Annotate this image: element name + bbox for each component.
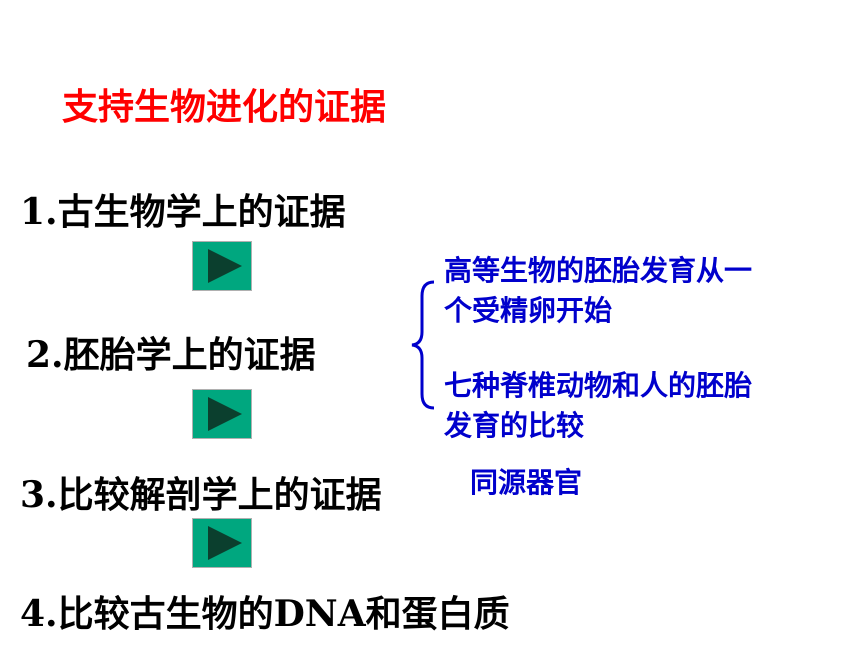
- evidence-item-dna-protein: 4.比较古生物的DNA和蛋白质: [20, 593, 510, 635]
- play-button-1[interactable]: [192, 241, 252, 291]
- anatomy-note-homologous-organs: 同源器官: [470, 466, 583, 499]
- play-icon: [208, 397, 242, 431]
- evidence-item-comparative-anatomy: 3.比较解剖学上的证据: [20, 474, 382, 516]
- note-line: 七种脊椎动物和人的胚胎: [444, 369, 753, 402]
- evidence-item-paleontology: 1.古生物学上的证据: [20, 191, 346, 233]
- embryo-note-vertebrate-comparison: 七种脊椎动物和人的胚胎 发育的比较: [444, 366, 752, 446]
- embryo-note-fertilized-egg: 高等生物的胚胎发育从一 个受精卵开始: [444, 251, 752, 331]
- play-icon: [208, 249, 242, 283]
- play-button-3[interactable]: [192, 518, 252, 568]
- note-line: 发育的比较: [444, 409, 585, 442]
- note-line: 高等生物的胚胎发育从一: [444, 254, 753, 287]
- evidence-item-embryology: 2.胚胎学上的证据: [26, 334, 316, 376]
- slide-title: 支持生物进化的证据: [62, 87, 387, 128]
- note-line: 个受精卵开始: [444, 294, 613, 327]
- curly-brace-icon: [411, 280, 435, 410]
- play-button-2[interactable]: [192, 389, 252, 439]
- play-icon: [208, 526, 242, 560]
